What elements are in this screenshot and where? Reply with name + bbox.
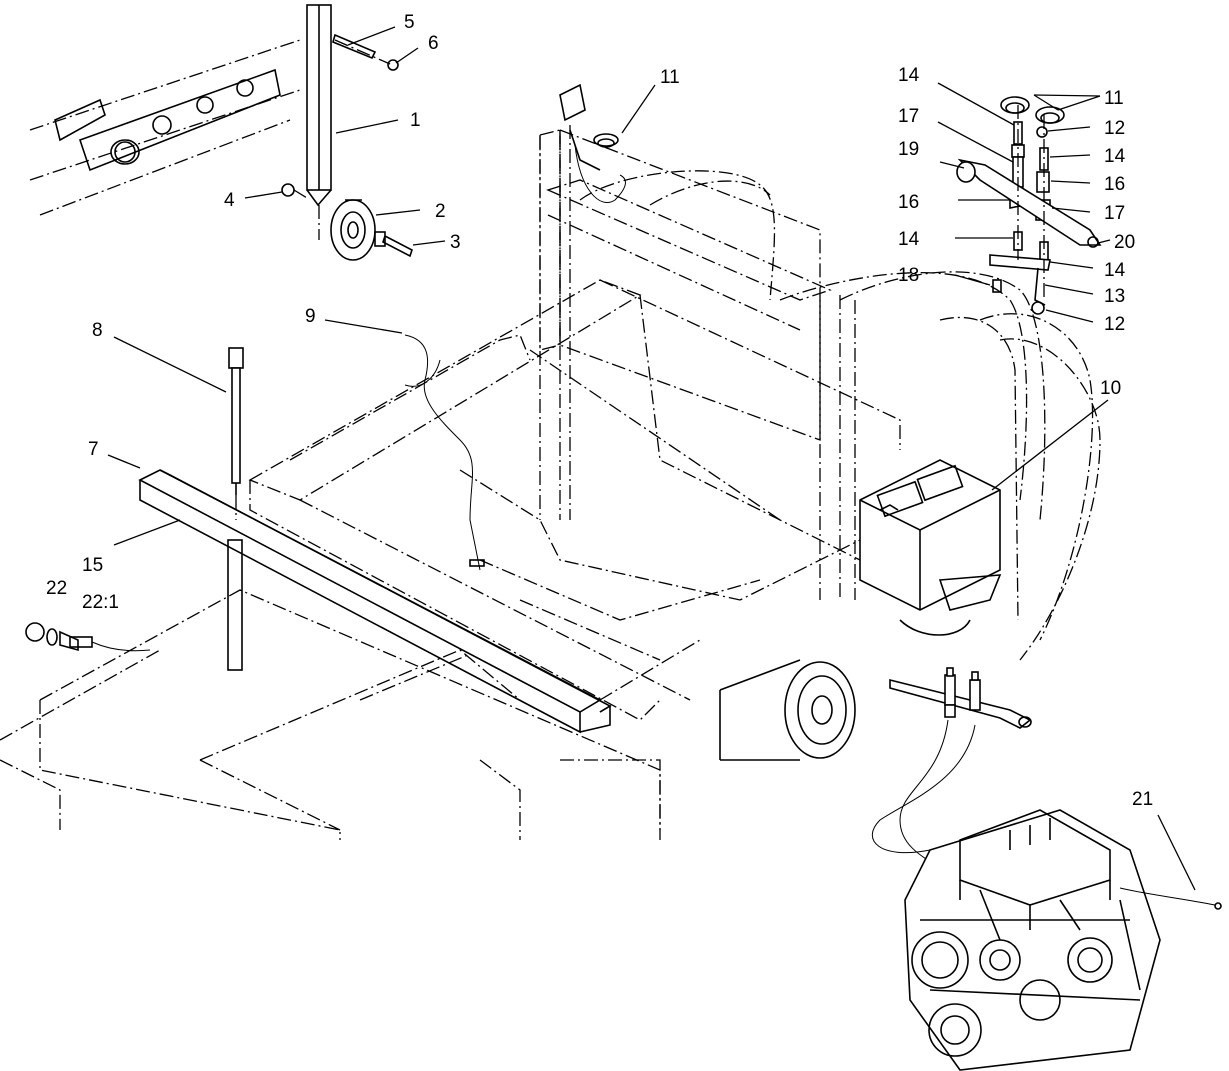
roller-wheel bbox=[330, 199, 376, 261]
roller-rail-assembly bbox=[29, 39, 301, 216]
callout-19: 19 bbox=[898, 139, 919, 160]
wire-harness bbox=[404, 334, 485, 571]
callout-labels: 5 6 1 4 2 3 11 8 9 7 15 22 22:1 10 21 14… bbox=[46, 12, 1153, 810]
callout-21: 21 bbox=[1132, 789, 1153, 810]
callout-9: 9 bbox=[305, 306, 316, 327]
connector-plug bbox=[559, 83, 626, 203]
callout-11-right: 11 bbox=[1104, 88, 1124, 109]
bolt bbox=[374, 231, 413, 258]
callout-17-a: 17 bbox=[898, 106, 919, 127]
relay-bracket-assembly bbox=[956, 96, 1102, 315]
callout-14-a: 14 bbox=[898, 65, 920, 86]
callout-7: 7 bbox=[88, 439, 99, 460]
battery bbox=[859, 459, 1001, 611]
callout-4: 4 bbox=[224, 190, 235, 211]
glow-plug-bracket bbox=[871, 667, 1032, 881]
callout-16-b: 16 bbox=[1104, 174, 1125, 195]
callout-14-b: 14 bbox=[898, 229, 920, 250]
callout-10: 10 bbox=[1100, 378, 1121, 399]
callout-16-a: 16 bbox=[898, 192, 919, 213]
upright-post bbox=[306, 4, 332, 240]
sender-assembly bbox=[25, 622, 151, 652]
callout-6: 6 bbox=[428, 33, 439, 54]
callout-3: 3 bbox=[450, 232, 461, 253]
leader-lines bbox=[107, 26, 1196, 891]
nut bbox=[281, 183, 295, 197]
callout-17-b: 17 bbox=[1104, 203, 1125, 224]
callout-20: 20 bbox=[1114, 232, 1135, 253]
callout-11-top: 11 bbox=[660, 67, 680, 88]
callout-14-c: 14 bbox=[1104, 146, 1126, 167]
callout-5: 5 bbox=[404, 12, 415, 33]
callout-13: 13 bbox=[1104, 286, 1125, 307]
callout-22: 22 bbox=[46, 578, 67, 599]
engine bbox=[904, 809, 1222, 1071]
callout-14-d: 14 bbox=[1104, 260, 1126, 281]
callout-22-1: 22:1 bbox=[82, 592, 119, 613]
callout-1: 1 bbox=[410, 110, 421, 131]
main-frame bbox=[0, 125, 1101, 840]
rear-differential bbox=[719, 659, 856, 761]
callout-2: 2 bbox=[435, 201, 446, 222]
callout-15: 15 bbox=[82, 555, 103, 576]
callout-18: 18 bbox=[898, 265, 919, 286]
callout-12-b: 12 bbox=[1104, 314, 1125, 335]
callout-12-a: 12 bbox=[1104, 118, 1125, 139]
callout-8: 8 bbox=[92, 320, 103, 341]
pin-assembly bbox=[332, 33, 399, 71]
